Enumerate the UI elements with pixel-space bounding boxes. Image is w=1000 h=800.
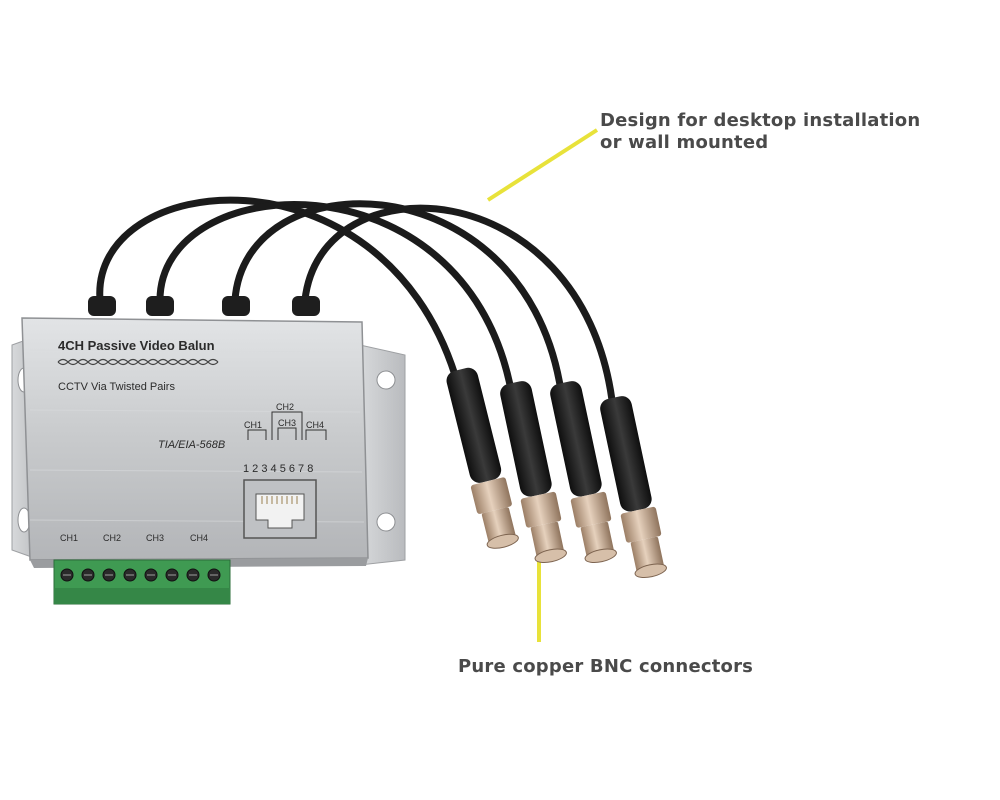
callout-desktop-installation: Design for desktop installation or wall …: [600, 110, 990, 154]
terminal-label-ch4: CH4: [190, 533, 208, 543]
pin-numbers: 1 2 3 4 5 6 7 8: [243, 463, 313, 475]
device-title: 4CH Passive Video Balun: [58, 338, 215, 353]
callout-line-top: [486, 128, 599, 202]
bnc-connector-4: [600, 396, 667, 578]
bnc-connector-1: [446, 367, 519, 549]
device-subtitle: CCTV Via Twisted Pairs: [58, 381, 175, 393]
rj45-label-ch4: CH4: [306, 420, 324, 430]
bnc-connector-2: [500, 381, 567, 563]
cable-strain-reliefs: [88, 296, 320, 316]
callout-bnc-connectors: Pure copper BNC connectors: [458, 656, 878, 678]
mounting-flange-right: [359, 344, 406, 566]
rj45-label-ch1: CH1: [244, 420, 262, 430]
rj45-port: [243, 479, 317, 539]
pinout-diagram: [247, 411, 327, 440]
coax-cables: [96, 196, 616, 404]
callout-bottom-text: Pure copper BNC connectors: [458, 656, 754, 677]
terminal-label-ch3: CH3: [146, 533, 164, 543]
bnc-connector-3: [550, 381, 617, 563]
callout-top-line2: or wall mounted: [600, 132, 769, 153]
terminal-label-ch2: CH2: [103, 533, 121, 543]
twisted-pair-graphic: [57, 358, 219, 366]
rj45-label-ch3: CH3: [278, 418, 296, 428]
callout-top-line1: Design for desktop installation: [600, 110, 921, 131]
screw-terminal-block: [53, 559, 231, 605]
rj45-label-ch2: CH2: [276, 402, 294, 412]
standard-label: TIA/EIA-568B: [158, 439, 225, 451]
terminal-label-ch1: CH1: [60, 533, 78, 543]
